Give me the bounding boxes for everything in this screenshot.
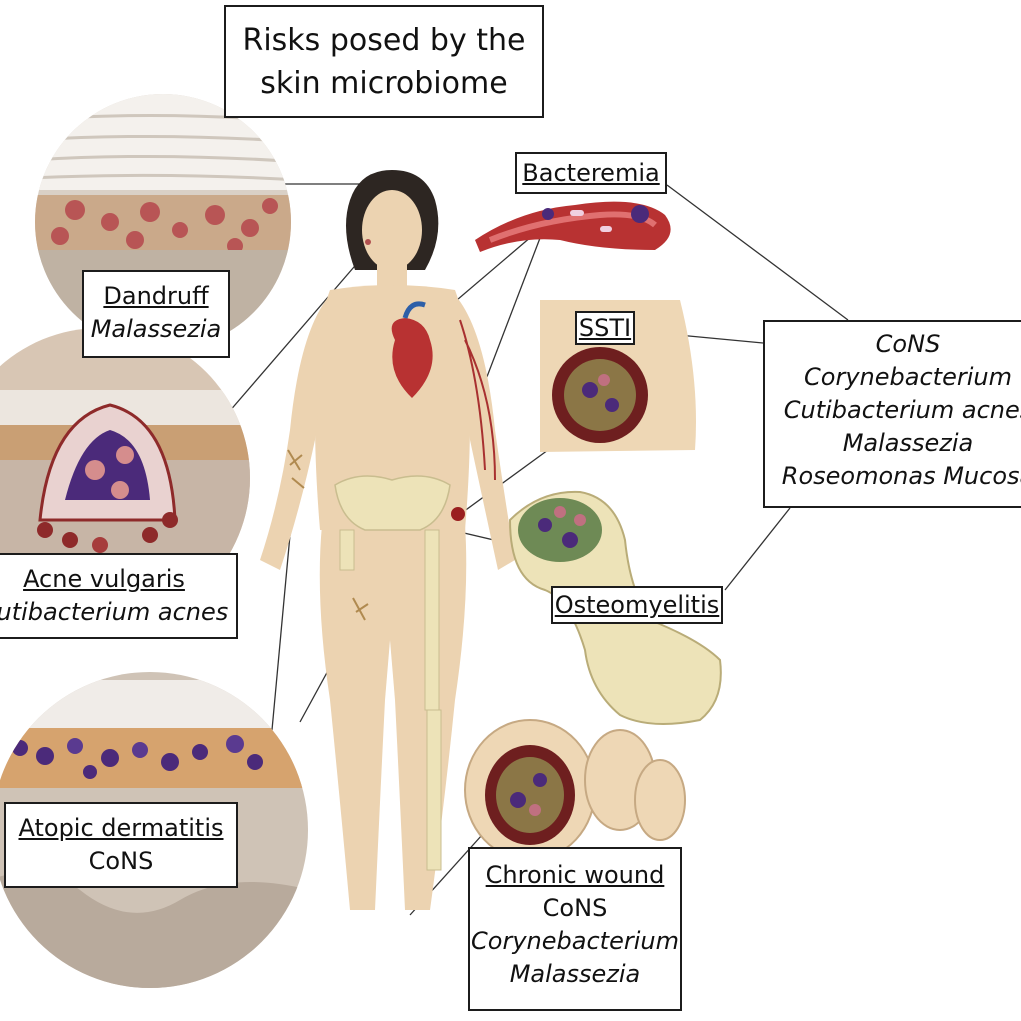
acne-organism: Cutibacterium acnes xyxy=(0,598,229,626)
osteomyelitis-label: Osteomyelitis xyxy=(554,591,720,619)
chronic-wound-illustration xyxy=(464,719,686,861)
human-figure xyxy=(260,170,515,910)
atopic-label: Atopic dermatitis xyxy=(18,814,224,842)
bacteremia-label-box: Bacteremia xyxy=(515,152,667,194)
organism-malassezia: Malassezia xyxy=(842,429,974,457)
atopic-label-box: Atopic dermatitis CoNS xyxy=(4,802,238,888)
organism-cutibacterium-acnes: Cutibacterium acnes xyxy=(783,396,1021,424)
title-box: Risks posed by the skin microbiome xyxy=(224,5,544,118)
organism-cons: CoNS xyxy=(875,330,941,358)
acne-label-box: Acne vulgaris Cutibacterium acnes xyxy=(0,553,238,639)
chronic-wound-organism-malassezia: Malassezia xyxy=(509,960,641,988)
chronic-wound-label: Chronic wound xyxy=(485,861,665,889)
ssti-label-box: SSTI xyxy=(575,311,635,345)
osteomyelitis-label-box: Osteomyelitis xyxy=(551,586,723,624)
atopic-organism: CoNS xyxy=(88,847,154,875)
title-line-1: Risks posed by the xyxy=(242,23,526,58)
chronic-wound-organism-corynebacterium: Corynebacterium xyxy=(471,927,679,955)
chronic-wound-organism-cons: CoNS xyxy=(542,894,608,922)
dandruff-label: Dandruff xyxy=(103,282,209,310)
chronic-wound-label-box: Chronic wound CoNS Corynebacterium Malas… xyxy=(468,847,682,1011)
organism-corynebacterium: Corynebacterium xyxy=(804,363,1012,391)
acne-label: Acne vulgaris xyxy=(23,565,185,593)
bacteremia-illustration xyxy=(475,201,671,252)
bacteremia-label: Bacteremia xyxy=(522,159,660,187)
dandruff-organism: Malassezia xyxy=(90,315,222,343)
dandruff-label-box: Dandruff Malassezia xyxy=(82,270,230,358)
title-line-2: skin microbiome xyxy=(260,66,508,101)
ssti-label: SSTI xyxy=(578,314,632,342)
shared-organisms-box: CoNS Corynebacterium Cutibacterium acnes… xyxy=(763,320,1021,508)
organism-roseomonas-mucosa: Roseomonas Mucosa xyxy=(781,462,1021,490)
